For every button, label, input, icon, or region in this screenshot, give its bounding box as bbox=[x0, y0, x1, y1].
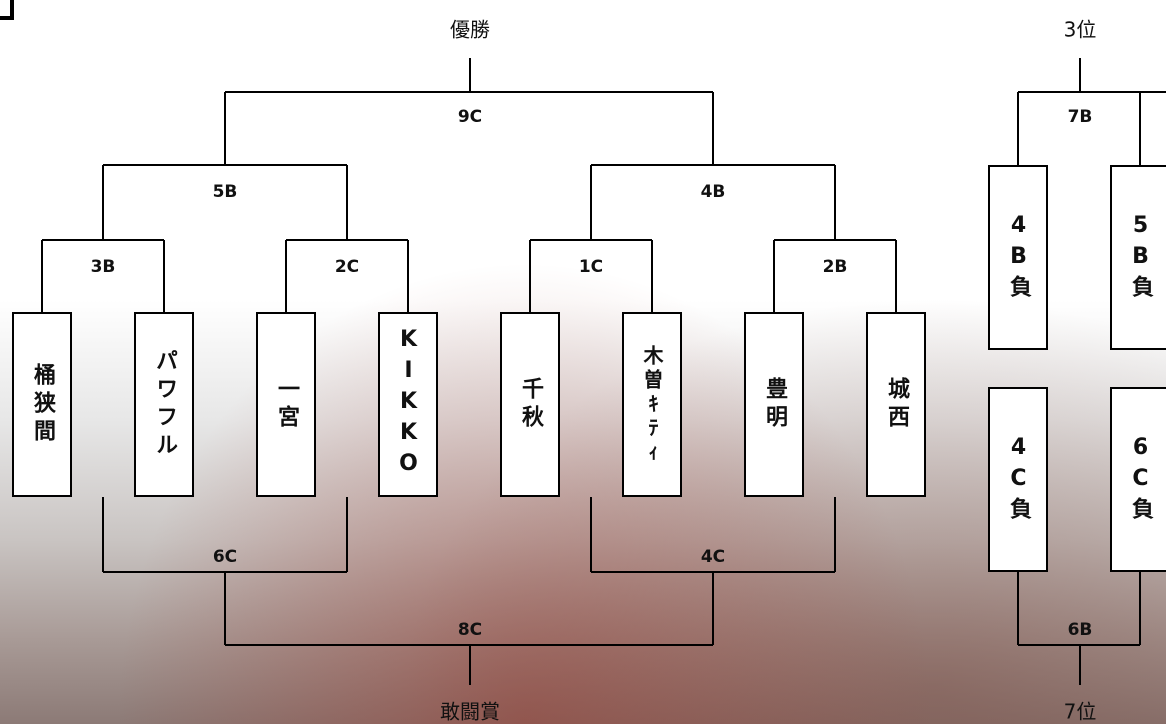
loser-box-6c: 6C負 bbox=[1110, 387, 1166, 572]
match-label-8c: 8C bbox=[457, 620, 483, 640]
team-name: 一宮 bbox=[274, 376, 299, 433]
team-box-kikko: KIKKO bbox=[378, 312, 438, 497]
loser-text: 5B負 bbox=[1128, 212, 1153, 303]
third-place-label: 3位 bbox=[1063, 17, 1097, 42]
team-box-okehazama: 桶狭間 bbox=[12, 312, 72, 497]
match-label-1c: 1C bbox=[578, 257, 604, 277]
loser-box-4b: 4B負 bbox=[988, 165, 1048, 350]
team-name: 木曽ｷﾃｨ bbox=[640, 344, 664, 465]
team-name: 千秋 bbox=[518, 376, 543, 433]
team-box-jousai: 城西 bbox=[866, 312, 926, 497]
champion-label: 優勝 bbox=[450, 17, 490, 42]
team-box-ichinomiya: 一宮 bbox=[256, 312, 316, 497]
match-label-9c: 9C bbox=[457, 107, 483, 127]
team-name: 豊明 bbox=[762, 376, 787, 433]
team-box-powerful: パワフル bbox=[134, 312, 194, 497]
loser-box-5b: 5B負 bbox=[1110, 165, 1166, 350]
match-label-6c: 6C bbox=[212, 547, 238, 567]
match-label-4c: 4C bbox=[700, 547, 726, 567]
loser-text: 4B負 bbox=[1006, 212, 1031, 303]
match-label-7b: 7B bbox=[1067, 107, 1093, 127]
team-box-chiaki: 千秋 bbox=[500, 312, 560, 497]
match-label-5b: 5B bbox=[212, 182, 238, 202]
team-name: KIKKO bbox=[396, 327, 421, 482]
team-name: パワフル bbox=[152, 348, 177, 461]
team-box-kiso-kitty: 木曽ｷﾃｨ bbox=[622, 312, 682, 497]
loser-text: 4C負 bbox=[1006, 434, 1031, 525]
fighting-spirit-label: 敢闘賞 bbox=[440, 699, 500, 724]
seventh-place-label: 7位 bbox=[1063, 699, 1097, 724]
match-label-6b: 6B bbox=[1067, 620, 1093, 640]
match-label-2c: 2C bbox=[334, 257, 360, 277]
team-name: 桶狭間 bbox=[30, 362, 55, 447]
team-name: 城西 bbox=[884, 376, 909, 433]
match-label-3b: 3B bbox=[90, 257, 116, 277]
match-label-4b: 4B bbox=[700, 182, 726, 202]
corner-mark bbox=[0, 0, 14, 20]
loser-box-4c: 4C負 bbox=[988, 387, 1048, 572]
loser-text: 6C負 bbox=[1128, 434, 1153, 525]
match-label-2b: 2B bbox=[822, 257, 848, 277]
team-box-toyoake: 豊明 bbox=[744, 312, 804, 497]
